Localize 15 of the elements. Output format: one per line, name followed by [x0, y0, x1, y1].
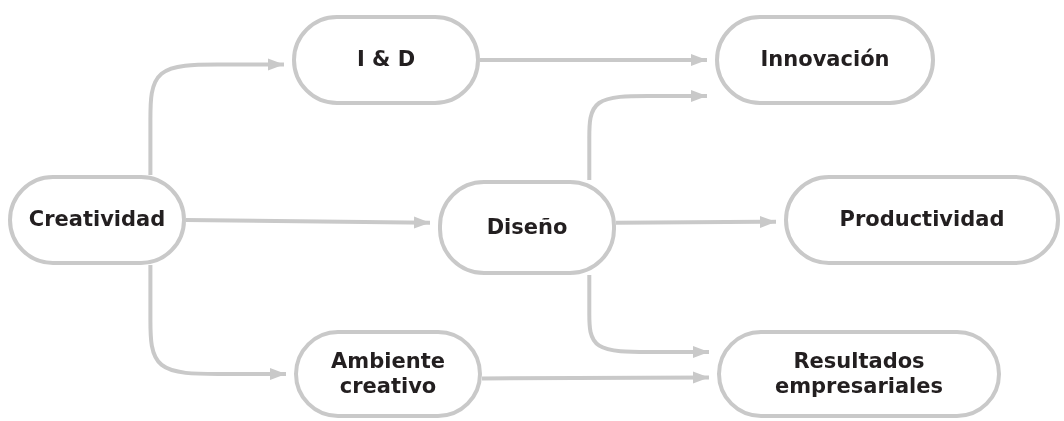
arrow: [616, 215, 776, 228]
node-label: I & D: [355, 47, 417, 73]
node-label: Resultados empresariales: [773, 348, 945, 400]
node-label: Productividad: [838, 207, 1006, 233]
node-label: Creatividad: [27, 207, 167, 233]
arrow: [148, 265, 286, 380]
node-label: Innovación: [759, 47, 891, 73]
node-label: Ambiente creativo: [330, 348, 446, 400]
arrow: [148, 58, 284, 175]
arrow: [185, 216, 431, 229]
node-label: Diseño: [485, 214, 569, 241]
arrow: [482, 371, 709, 384]
arrow: [587, 90, 707, 180]
arrow: [587, 275, 709, 358]
arrow: [480, 54, 707, 66]
